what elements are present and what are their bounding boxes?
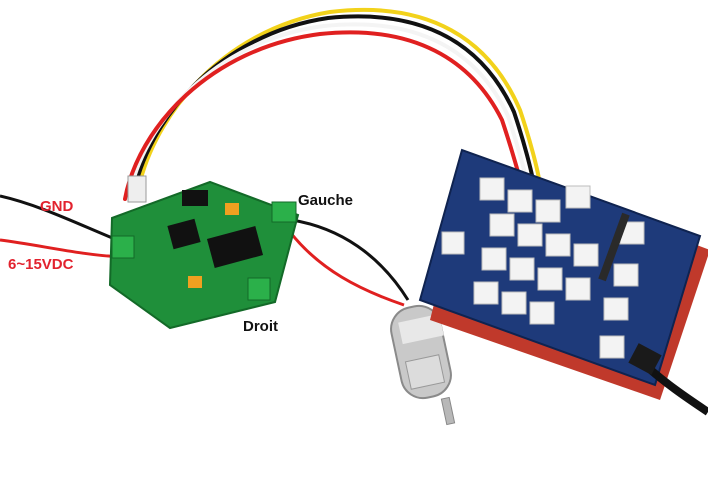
supply-wire <box>0 238 123 259</box>
supply-voltage-label: 6~15VDC <box>8 256 74 273</box>
motor-driver-board <box>108 175 300 330</box>
grove-cable <box>123 7 542 201</box>
gnd-label: GND <box>40 198 74 215</box>
grove-base-shield <box>418 148 708 400</box>
dc-gear-motor <box>390 304 456 426</box>
gnd-wire <box>0 194 123 244</box>
usb-plug <box>628 343 662 375</box>
motor-wire-red <box>288 231 405 307</box>
motor-wire-black <box>291 218 410 301</box>
right-terminal-label: Droit <box>243 318 278 335</box>
left-terminal-label: Gauche <box>298 192 354 209</box>
